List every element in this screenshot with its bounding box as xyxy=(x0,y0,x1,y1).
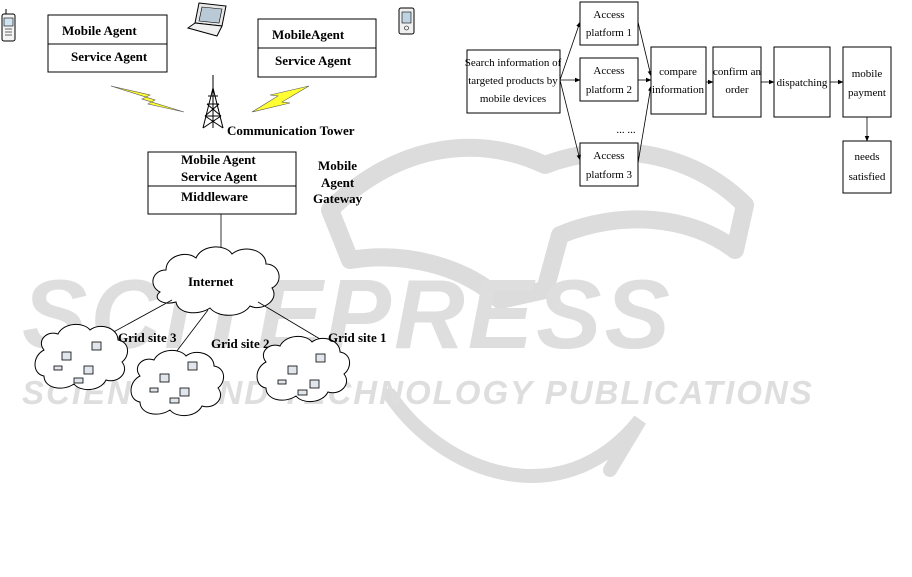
gateway-line2: Service Agent xyxy=(181,169,258,184)
platform-1-line2: platform 1 xyxy=(586,27,632,39)
watermark-book-shape xyxy=(321,138,754,309)
needs-box: needs satisfied xyxy=(842,140,892,194)
grid-site-1: Grid site 1 xyxy=(256,330,387,402)
platform-box-1: Access platform 1 xyxy=(579,1,639,46)
platform-2-line1: Access xyxy=(593,65,624,77)
watermark: SCITEPRESS SCIENCE AND TECHNOLOGY PUBLIC… xyxy=(22,138,812,483)
mobile-phone-icon xyxy=(1,9,16,42)
confirm-line1: confirm an xyxy=(713,66,761,78)
gateway-label-line1: Mobile xyxy=(318,158,357,173)
internet-grid1-link xyxy=(257,301,326,343)
mobile-device-box-left: Mobile Agent Service Agent xyxy=(47,14,168,73)
search-line3: mobile devices xyxy=(480,93,546,105)
platform-2-line2: platform 2 xyxy=(586,84,632,96)
payment-box: mobile payment xyxy=(842,46,892,118)
lightning-icon xyxy=(110,85,310,113)
laptop-icon xyxy=(186,2,227,37)
grid-site-3-label: Grid site 3 xyxy=(118,330,177,345)
search-box: Search information of targeted products … xyxy=(465,49,562,114)
mobile-device-box-right: MobileAgent Service Agent xyxy=(257,18,377,78)
confirm-line2: order xyxy=(725,84,749,96)
platform-box-2: Access platform 2 xyxy=(579,57,639,102)
gateway-line1: Mobile Agent xyxy=(181,152,256,167)
dispatch-line1: dispatching xyxy=(777,77,828,89)
computer-icon xyxy=(53,341,326,404)
box-left-line2: Service Agent xyxy=(71,49,148,64)
cloud-icon: Internet xyxy=(152,246,280,316)
tower-icon xyxy=(202,75,224,129)
platform-box-3: Access platform 3 xyxy=(579,142,639,187)
dispatch-box: dispatching xyxy=(773,46,831,118)
arrow-platform1-compare xyxy=(637,21,652,77)
platform-ellipsis: ... ... xyxy=(616,124,636,136)
watermark-title: SCITEPRESS xyxy=(22,259,673,369)
gateway-box: Mobile Agent Service Agent Middleware xyxy=(147,151,297,215)
box-left-line1: Mobile Agent xyxy=(62,23,137,38)
gateway-label-line3: Gateway xyxy=(313,191,363,206)
grid-site-2-label: Grid site 2 xyxy=(211,336,270,351)
tower-label: Communication Tower xyxy=(227,123,355,138)
compare-box: compare information xyxy=(650,46,707,115)
gateway-label-line2: Agent xyxy=(321,175,355,190)
box-right-line2: Service Agent xyxy=(275,53,352,68)
pda-icon xyxy=(398,7,415,35)
platform-3-line1: Access xyxy=(593,150,624,162)
gateway-label: Mobile Agent Gateway xyxy=(313,158,363,206)
payment-line2: payment xyxy=(848,87,886,99)
needs-line1: needs xyxy=(854,151,879,163)
internet-label: Internet xyxy=(188,274,234,289)
confirm-box: confirm an order xyxy=(712,46,762,118)
arrow-search-platform3 xyxy=(559,79,581,161)
grid-site-1-label: Grid site 1 xyxy=(328,330,387,345)
platform-1-line1: Access xyxy=(593,9,624,21)
gateway-line3: Middleware xyxy=(181,189,248,204)
grid-site-3: Grid site 3 xyxy=(34,324,177,390)
arrow-search-platform1 xyxy=(559,21,581,81)
right-diagram: Search information of targeted products … xyxy=(465,1,892,194)
box-right-line1: MobileAgent xyxy=(272,27,345,42)
grid-site-2: Grid site 2 xyxy=(130,336,270,416)
search-line1: Search information of xyxy=(465,57,562,69)
search-line2: targeted products by xyxy=(468,75,558,87)
platform-3-line2: platform 3 xyxy=(586,169,633,181)
compare-line2: information xyxy=(652,84,704,96)
left-diagram: Mobile Agent Service Agent MobileAgent S… xyxy=(1,2,415,416)
watermark-swoosh xyxy=(383,388,647,483)
needs-line2: satisfied xyxy=(849,171,886,183)
payment-line1: mobile xyxy=(852,68,883,80)
compare-line1: compare xyxy=(659,66,697,78)
arrow-platform3-compare xyxy=(637,85,653,164)
